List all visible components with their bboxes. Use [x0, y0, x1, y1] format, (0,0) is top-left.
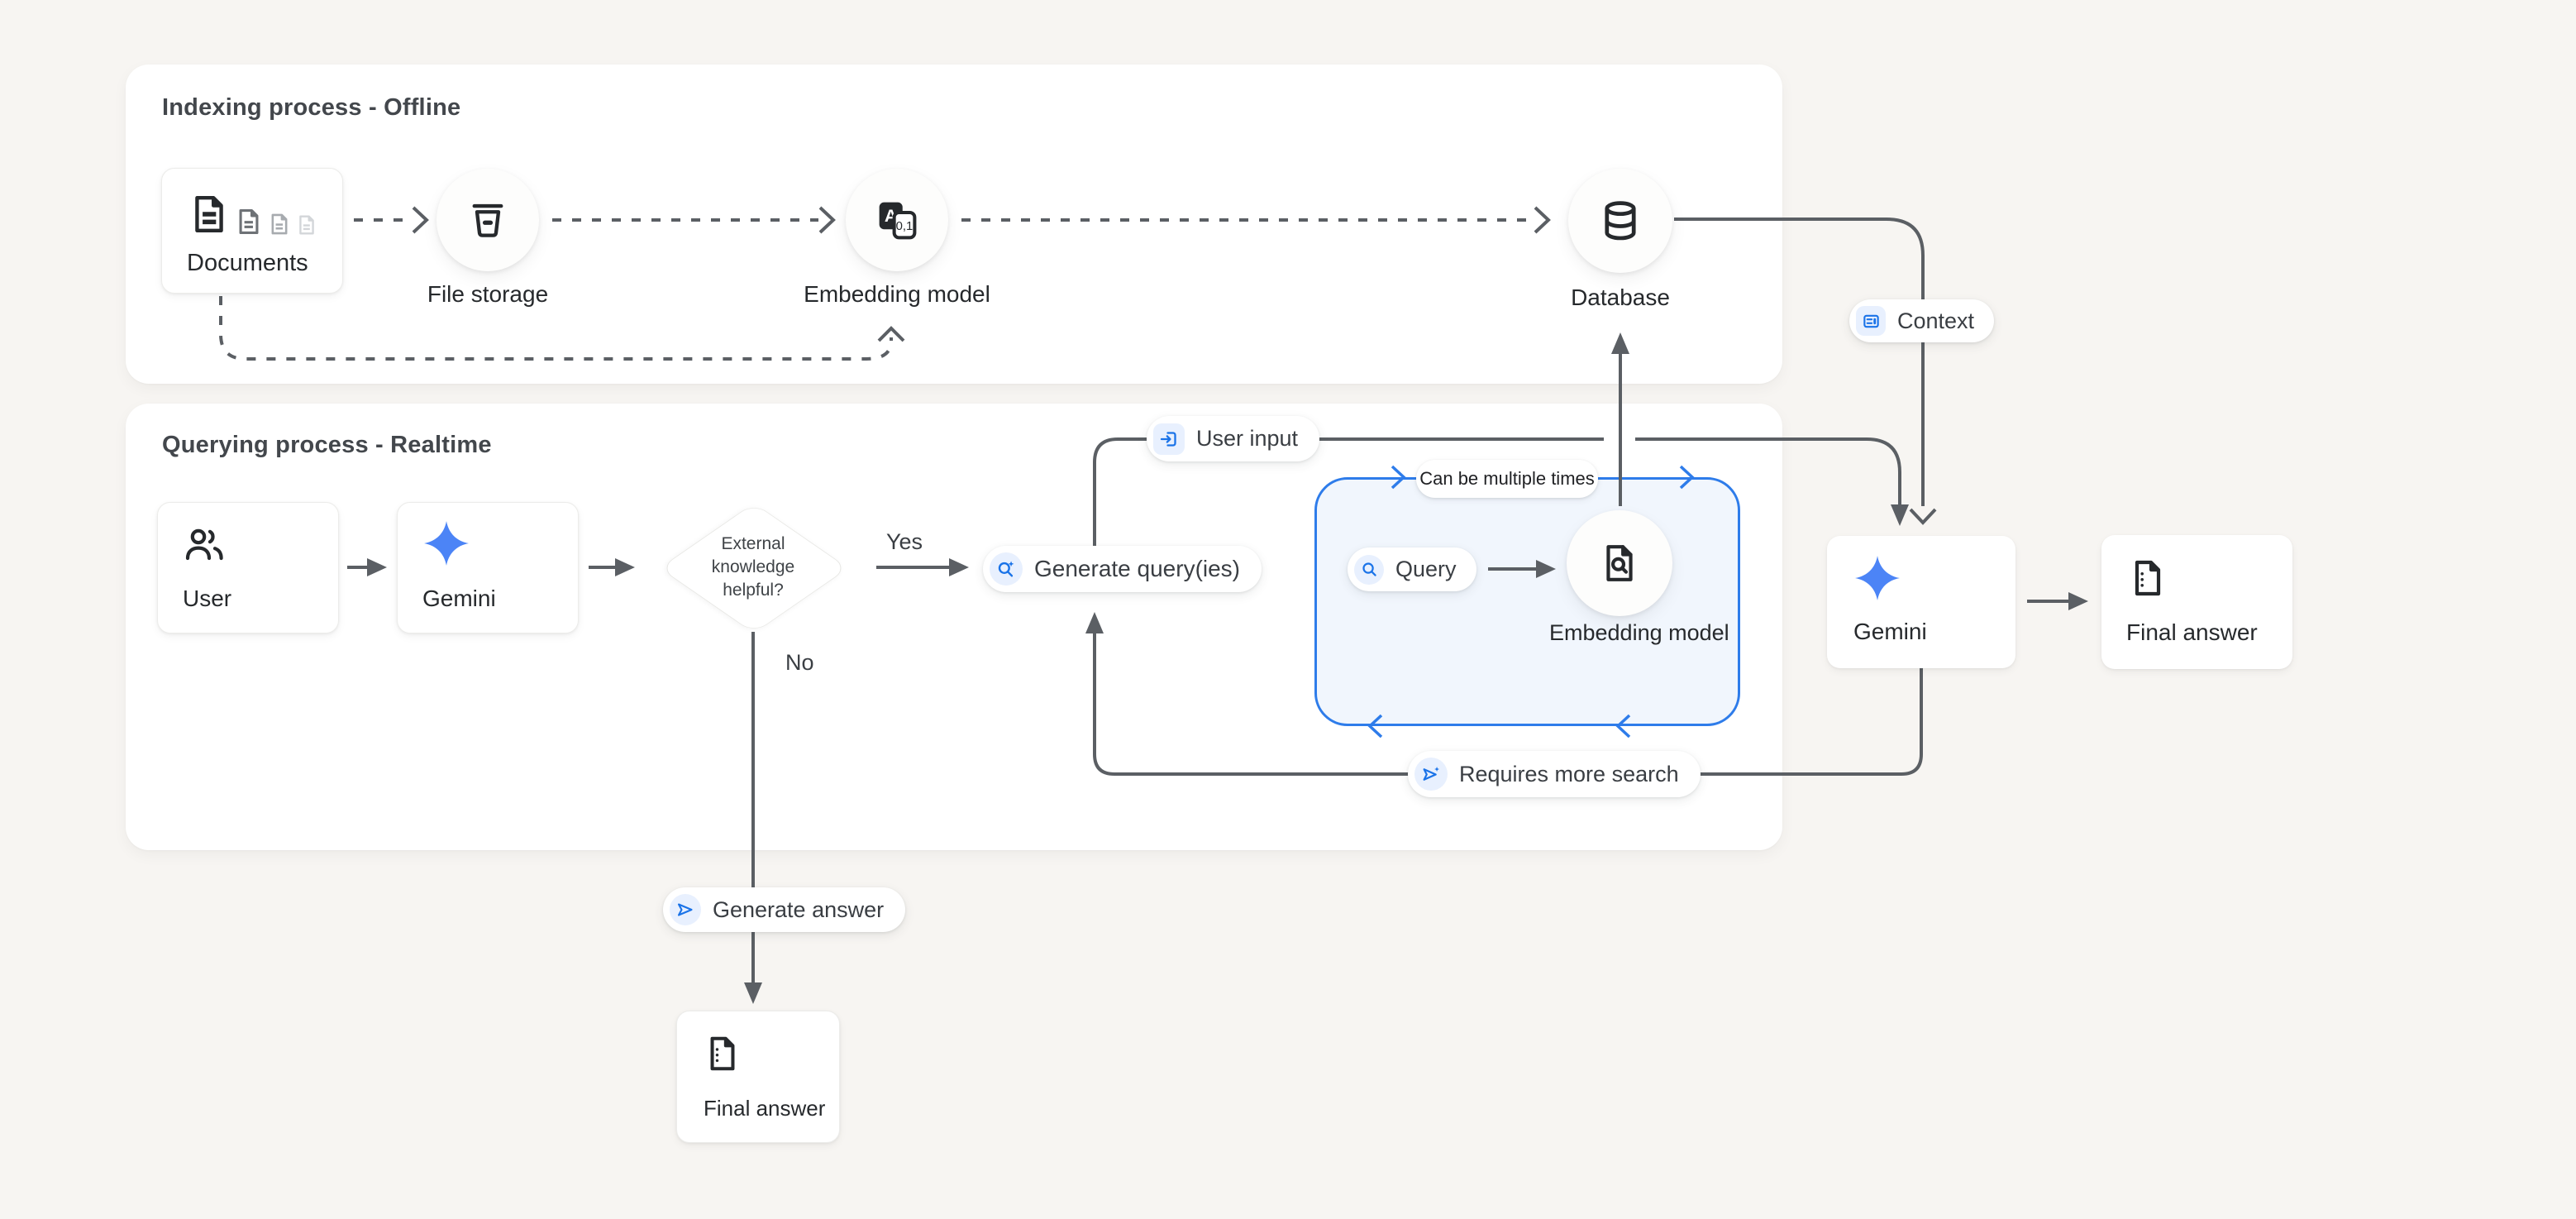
file-storage-node — [436, 169, 539, 271]
indexing-panel-title: Indexing process - Offline — [162, 94, 461, 121]
gemini-output-label: Gemini — [1853, 619, 1927, 644]
context-pill: Context — [1849, 299, 1995, 342]
generate-answer-label: Generate answer — [713, 896, 885, 922]
documents-node: Documents — [161, 168, 343, 294]
final-answer-node-bottom: Final answer — [676, 1011, 840, 1143]
loop-note-text: Can be multiple times — [1419, 468, 1595, 489]
external-knowledge-decision: External knowledge helpful? — [654, 493, 852, 642]
users-icon — [185, 528, 223, 561]
user-input-pill: User input — [1147, 416, 1320, 461]
query-label: Query — [1395, 557, 1457, 581]
decision-question: External knowledge helpful? — [711, 533, 795, 600]
storage-bucket-icon — [472, 203, 503, 237]
database-label: Database — [1571, 284, 1670, 310]
input-arrow-icon — [1153, 423, 1185, 455]
file-storage-label: File storage — [427, 281, 549, 307]
context-panel-icon — [1856, 306, 1886, 336]
documents-stack-icon — [188, 190, 317, 238]
document-search-icon — [1606, 545, 1633, 581]
database-icon — [1605, 201, 1636, 241]
generate-answer-pill: Generate answer — [663, 887, 906, 932]
final-answer-node-output: Final answer — [2101, 535, 2292, 669]
multi-query-loop-container — [1314, 477, 1740, 726]
embedding-model-node-realtime — [1567, 510, 1672, 616]
svg-text:0,1: 0,1 — [896, 220, 914, 233]
querying-panel-title: Querying process - Realtime — [162, 432, 492, 458]
database-node — [1568, 169, 1672, 273]
gemini-star-icon — [424, 521, 469, 566]
embedding-model-offline-label: Embedding model — [804, 281, 990, 307]
embedding-model-realtime-label: Embedding model — [1549, 620, 1729, 645]
requires-more-search-label: Requires more search — [1459, 761, 1679, 786]
send-icon — [670, 894, 701, 925]
document-list-icon — [710, 1036, 735, 1071]
translate-embedding-icon: A 0,1 — [879, 202, 917, 240]
no-branch-label: No — [785, 650, 814, 675]
search-icon — [1354, 554, 1384, 585]
gemini-label: Gemini — [422, 586, 496, 611]
send-sparkle-icon — [1414, 758, 1448, 791]
final-answer-bottom-label: Final answer — [704, 1096, 826, 1121]
query-pill: Query — [1348, 547, 1476, 591]
documents-label: Documents — [187, 250, 308, 276]
gemini-node: Gemini — [397, 502, 579, 633]
yes-branch-label: Yes — [886, 529, 923, 554]
search-sparkle-icon — [990, 552, 1023, 586]
context-label: Context — [1897, 308, 1975, 333]
gemini-node-output: Gemini — [1827, 536, 2015, 668]
gemini-star-icon — [1855, 556, 1900, 600]
requires-more-search-pill: Requires more search — [1408, 751, 1701, 797]
user-label: User — [183, 586, 232, 611]
document-list-icon — [2135, 560, 2161, 596]
generate-queries-label: Generate query(ies) — [1034, 556, 1241, 581]
final-answer-output-label: Final answer — [2126, 619, 2258, 645]
user-node: User — [157, 502, 339, 633]
generate-queries-pill: Generate query(ies) — [983, 546, 1262, 592]
embedding-model-node-offline: A 0,1 — [846, 169, 948, 271]
loop-note-pill: Can be multiple times — [1416, 460, 1598, 498]
user-input-label: User input — [1196, 426, 1299, 451]
